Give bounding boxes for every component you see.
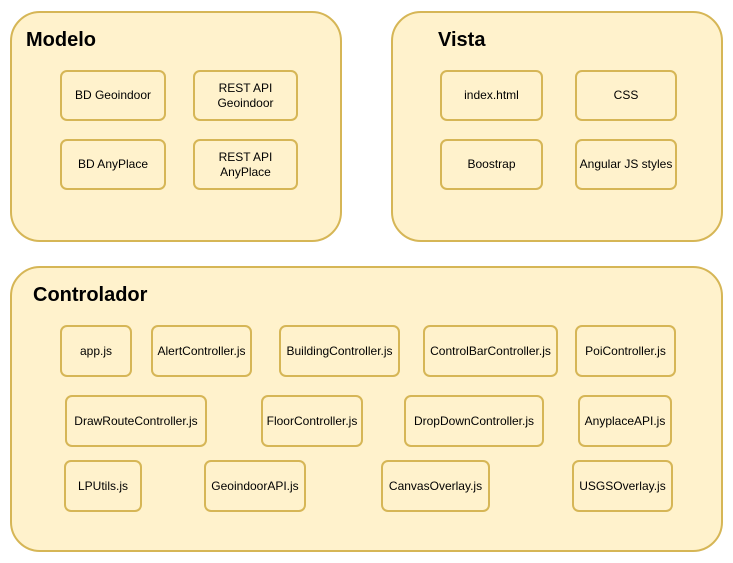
vista-box-angular-js-styles: Angular JS styles [575,139,677,190]
modelo-title: Modelo [26,29,96,51]
controlador-box-drawroute-controller: DrawRouteController.js [65,395,207,447]
modelo-box-bd-geoindoor: BD Geoindoor [60,70,166,121]
modelo-box-rest-api-anyplace: REST API AnyPlace [193,139,298,190]
controlador-box-dropdown-controller: DropDownController.js [404,395,544,447]
controlador-box-building-controller: BuildingController.js [279,325,400,377]
modelo-box-bd-anyplace: BD AnyPlace [60,139,166,190]
vista-title: Vista [438,29,486,51]
vista-group [391,11,723,242]
controlador-box-lputils: LPUtils.js [64,460,142,512]
controlador-box-usgs-overlay: USGSOverlay.js [572,460,673,512]
vista-box-index-html: index.html [440,70,543,121]
controlador-box-controlbar-controller: ControlBarController.js [423,325,558,377]
vista-box-css: CSS [575,70,677,121]
controlador-box-canvas-overlay: CanvasOverlay.js [381,460,490,512]
controlador-box-anyplace-api: AnyplaceAPI.js [578,395,672,447]
controlador-box-geoindoor-api: GeoindoorAPI.js [204,460,306,512]
controlador-title: Controlador [33,284,148,306]
controlador-box-floor-controller: FloorController.js [261,395,363,447]
modelo-group [10,11,342,242]
controlador-box-app-js: app.js [60,325,132,377]
controlador-box-alert-controller: AlertController.js [151,325,252,377]
controlador-box-poi-controller: PoiController.js [575,325,676,377]
modelo-box-rest-api-geoindoor: REST API Geoindoor [193,70,298,121]
vista-box-boostrap: Boostrap [440,139,543,190]
